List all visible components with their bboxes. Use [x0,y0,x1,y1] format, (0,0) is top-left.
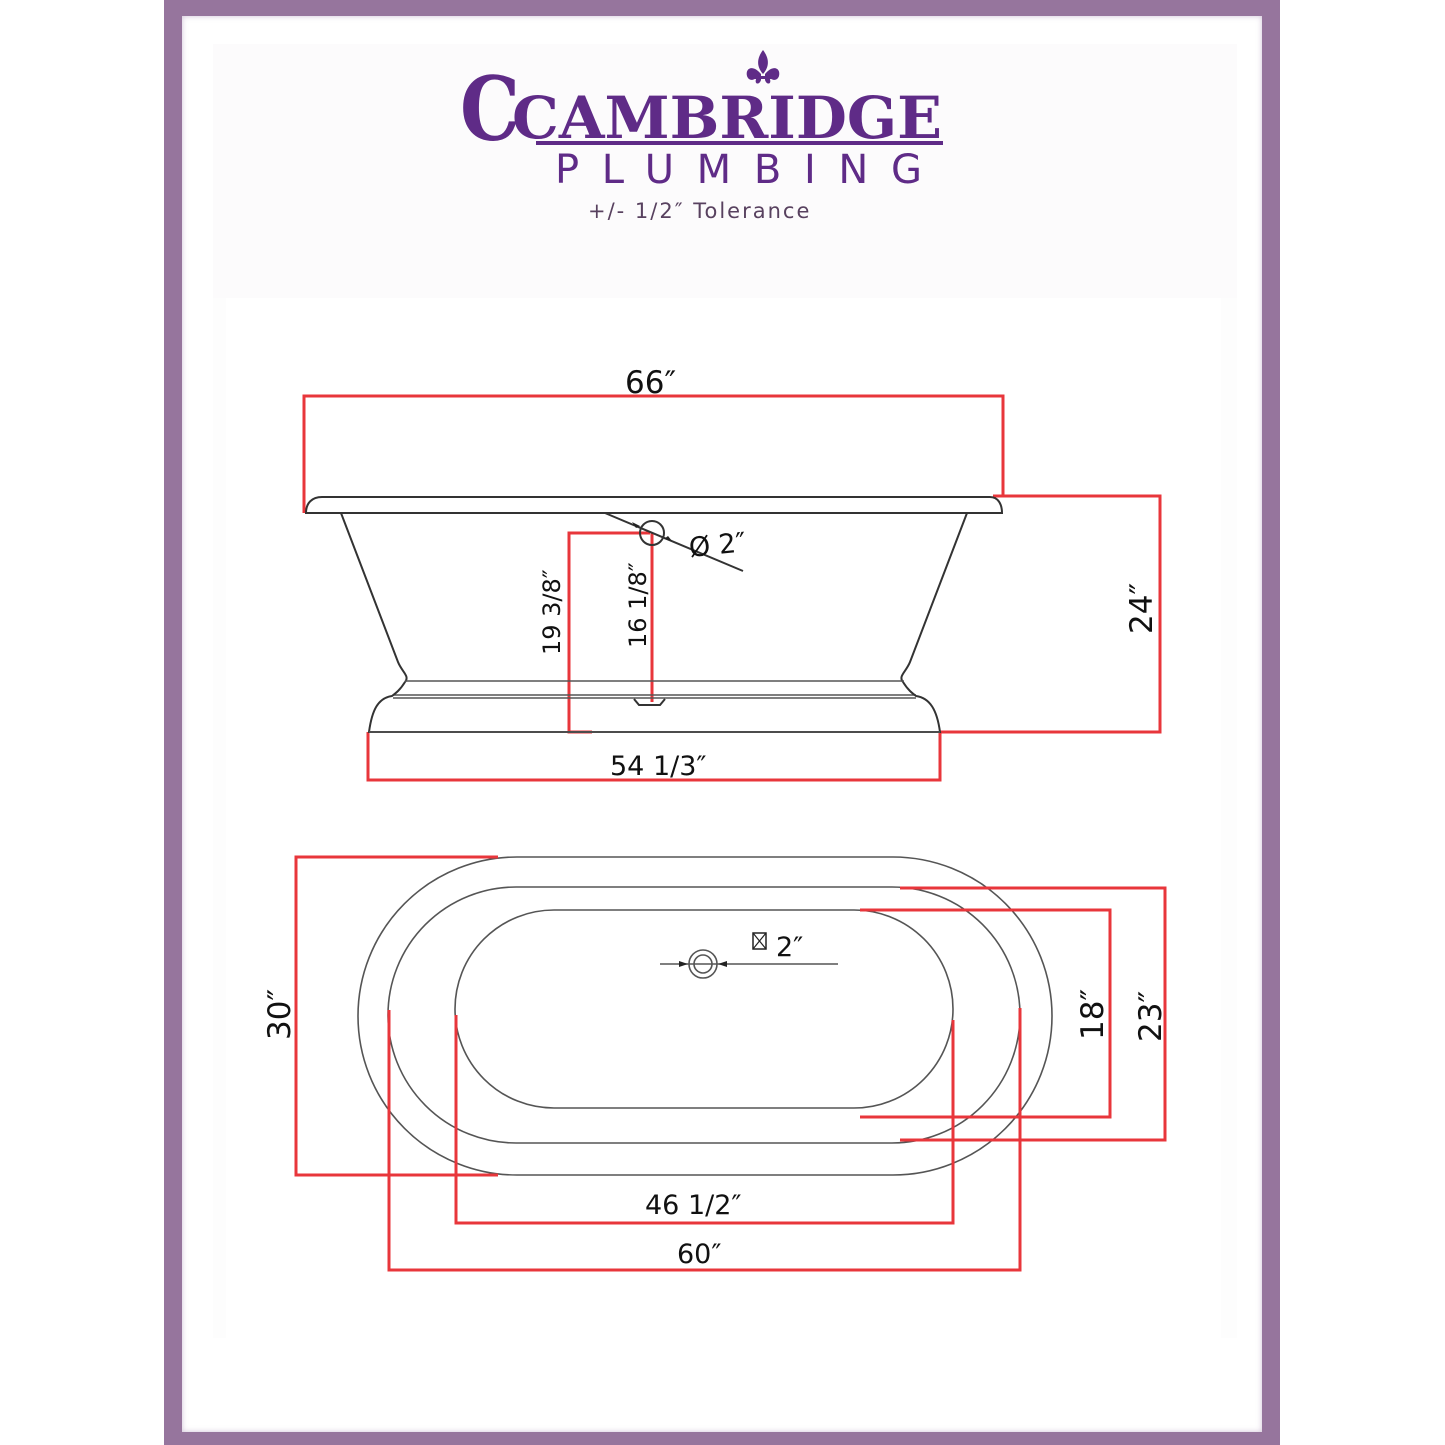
arrow-icon [632,522,640,528]
label-overflow-diameter: Ø 2″ [687,527,747,564]
label-18: 18″ [1075,989,1111,1040]
square-drain-icon [752,932,767,950]
purple-frame [164,0,1280,1445]
tub-wall-right [900,512,968,683]
brand-name: CAMBRIDGE [512,84,942,152]
frame-inner [182,16,1262,1432]
side-view: 66″ Ø 2″ 19 3/8″ 16 1/8″ 24″ 54 1/3″ [302,365,1162,782]
dim-bracket-66 [302,394,1005,513]
drain-outlet [633,698,666,706]
label-16-1-8: 16 1/8″ [624,562,652,648]
label-60: 60″ [677,1239,721,1270]
dim-bracket-46-1-2 [454,1015,955,1225]
label-66: 66″ [625,365,676,401]
label-46-1-2: 46 1/2″ [645,1190,741,1221]
label-30: 30″ [262,989,298,1040]
dim-bracket-24 [940,494,1162,734]
arrow-icon [718,961,727,967]
overflow-hole [639,520,665,546]
label-drain-size: 2″ [776,932,803,963]
brand-logo: C CAMBRIDGE PLUMBING +/- 1/2″ Tolerance [460,50,943,223]
tolerance-note: +/- 1/2″ Tolerance [588,199,811,223]
arrow-icon [664,536,672,541]
overflow-leader [604,512,744,572]
label-23: 23″ [1133,991,1169,1042]
dim-bracket-23 [900,886,1167,1142]
pedestal-base [367,681,942,733]
tub-wall-left [340,512,408,683]
label-54-1-3: 54 1/3″ [610,751,706,782]
header-panel [213,44,1237,298]
fleur-de-lis-icon [746,50,780,84]
drawing-panel [213,298,1237,1338]
label-24: 24″ [1124,583,1160,634]
dim-bracket-60 [387,1008,1022,1272]
arrow-icon [679,961,688,967]
brand-initial-c: C [460,57,520,161]
dim-bracket-18 [860,908,1112,1119]
label-19-3-8: 19 3/8″ [538,569,566,655]
outer-rim-outline [357,856,1053,1176]
tub-bottom-outline [454,909,954,1109]
top-view: 2″ 30″ 18″ 23″ 46 1/2″ 60″ [262,855,1169,1272]
brand-underline [536,141,943,145]
dim-bracket-30 [294,855,498,1177]
dim-bracket-54-1-3 [366,732,942,782]
inner-rim-outline [387,886,1021,1144]
tub-rim [304,496,1004,514]
brand-subtitle: PLUMBING [555,147,940,193]
